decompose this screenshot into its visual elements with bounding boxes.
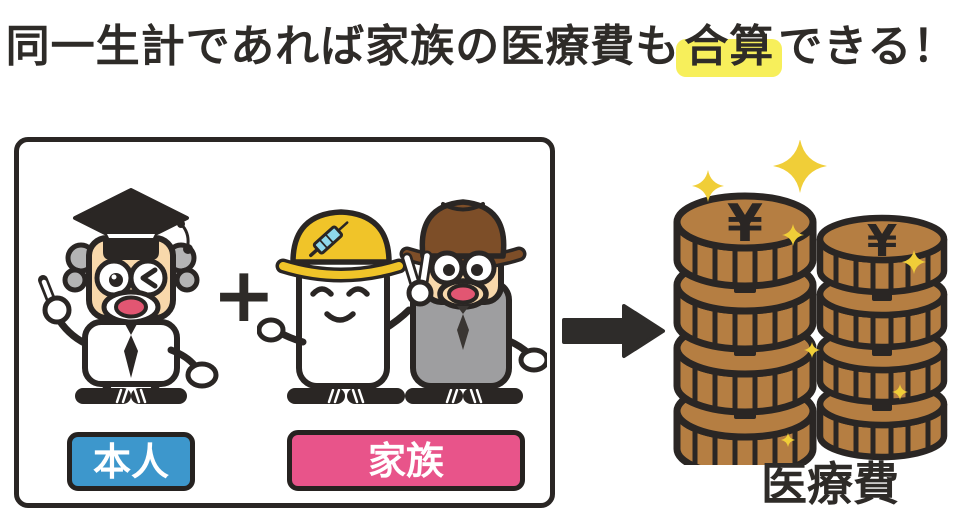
- graduation-cap-icon: [73, 188, 193, 260]
- peace-sign-hand: [401, 250, 434, 307]
- hard-hat-icon: [275, 209, 407, 283]
- helmet-family-member: [257, 209, 413, 404]
- coin-stack-left: ¥: [673, 192, 817, 479]
- medical-expenses-label: 医療費: [761, 457, 899, 511]
- fedora-family-member: [399, 199, 547, 404]
- arrow-icon: [562, 302, 666, 360]
- closed-eyes: [310, 286, 334, 297]
- syringe-icon: [309, 221, 349, 258]
- title-suffix: できる！: [778, 21, 958, 72]
- family-badge: 家族: [287, 430, 525, 491]
- same-household-box: +: [14, 137, 555, 508]
- coin-stack-illustration: ¥ ¥: [660, 139, 960, 479]
- title-prefix: 同一生計であれば家族の医療費も: [5, 21, 681, 72]
- family-characters-illustration: [257, 199, 547, 404]
- pointing-hand: [42, 295, 72, 325]
- yen-symbol: ¥: [867, 216, 898, 267]
- page-title: 同一生計であれば家族の医療費も合算できる！: [0, 10, 963, 77]
- coin-stack-right: ¥: [816, 214, 948, 461]
- title-highlight: 合算: [676, 10, 783, 77]
- winking-eye: [140, 267, 158, 289]
- self-badge: 本人: [67, 432, 195, 491]
- yen-symbol: ¥: [727, 194, 763, 254]
- taxpayer-professor-illustration: [38, 188, 219, 404]
